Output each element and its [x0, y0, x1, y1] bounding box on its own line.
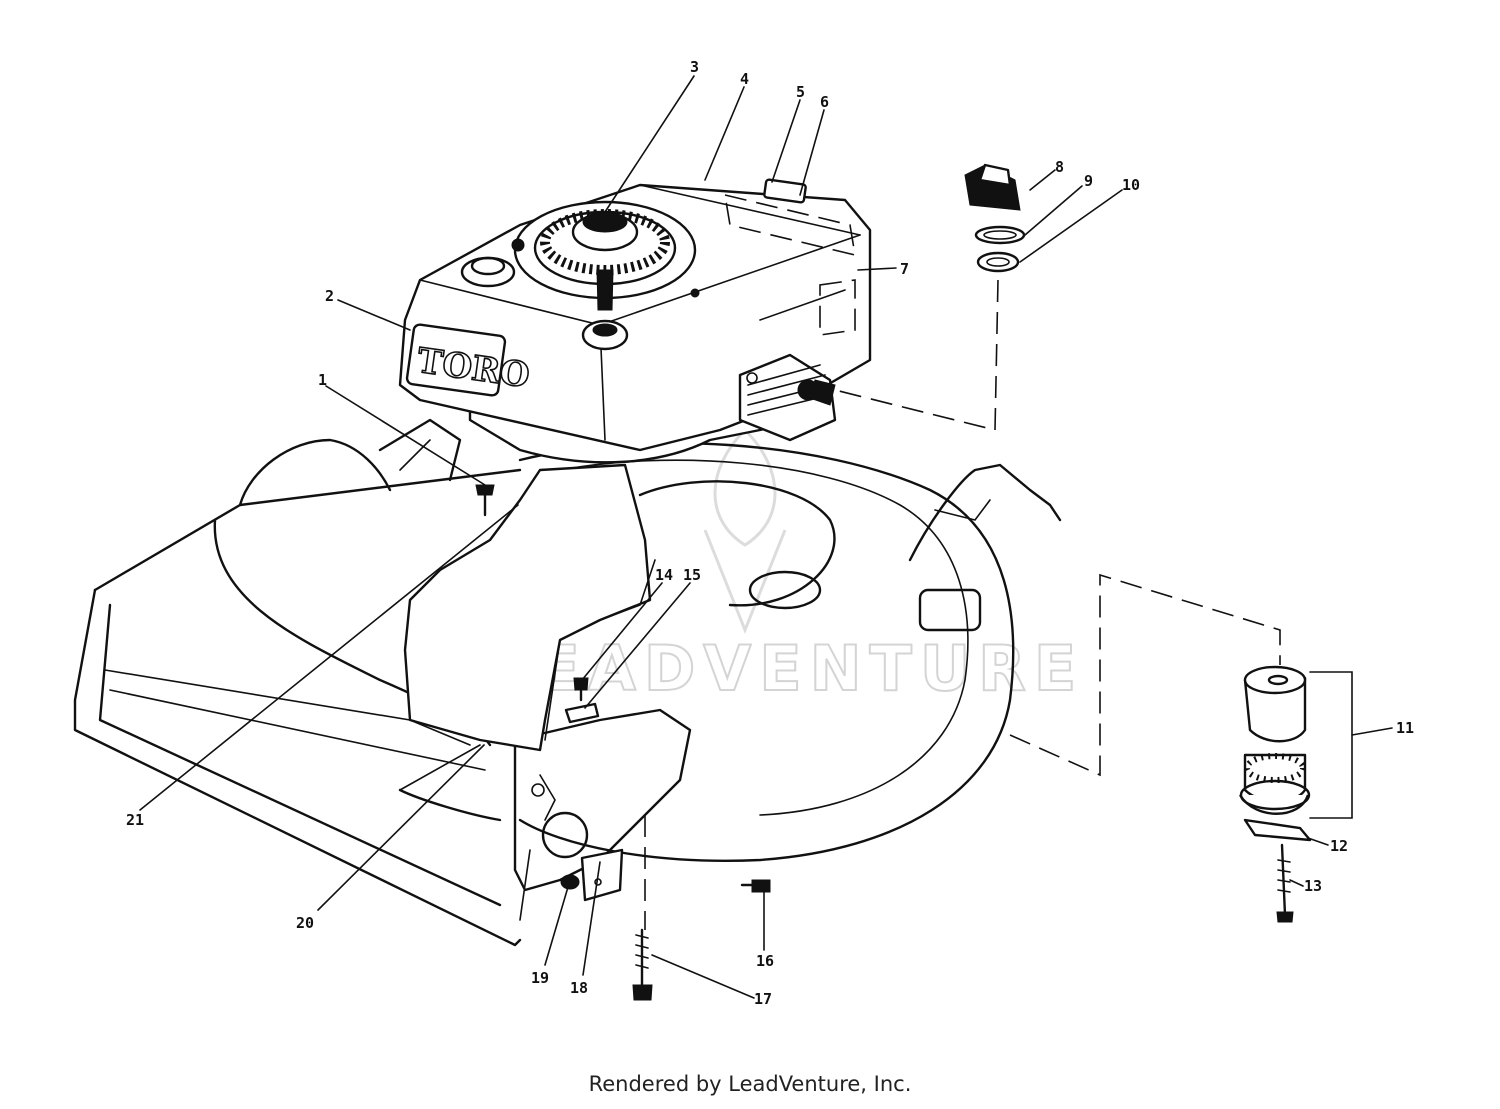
callout-2: 2 — [325, 287, 334, 305]
discharge-baffle — [403, 463, 656, 752]
leader-lines — [139, 75, 1393, 999]
callout-18: 18 — [570, 979, 588, 997]
callout-labels: 1 2 3 4 5 6 7 8 9 10 11 12 13 14 15 16 1… — [126, 58, 1414, 1008]
muffler-parts — [1009, 573, 1312, 923]
callout-12: 12 — [1330, 837, 1348, 855]
callout-4: 4 — [740, 70, 749, 88]
callout-5: 5 — [796, 83, 805, 101]
callout-3: 3 — [690, 58, 699, 76]
mower-deck — [73, 418, 1062, 947]
cylinder-fins — [738, 353, 837, 442]
engine-assembly: TORO — [398, 178, 872, 464]
callout-6: 6 — [820, 93, 829, 111]
callout-10: 10 — [1122, 176, 1140, 194]
callout-13: 13 — [1304, 877, 1322, 895]
callout-17: 17 — [754, 990, 772, 1008]
callout-20: 20 — [296, 914, 314, 932]
callout-7: 7 — [900, 260, 909, 278]
callout-15: 15 — [683, 566, 701, 584]
watermark-text: LEADVENTURE — [490, 632, 1084, 705]
watermark: LEADVENTURE — [489, 427, 1084, 706]
air-cleaner-parts — [834, 163, 1026, 432]
callout-19: 19 — [531, 969, 549, 987]
callout-21: 21 — [126, 811, 144, 829]
hardware — [475, 484, 771, 1001]
footer-credit: Rendered by LeadVenture, Inc. — [588, 1072, 912, 1096]
callout-14: 14 — [655, 566, 673, 584]
callout-11: 11 — [1396, 719, 1414, 737]
callout-9: 9 — [1084, 172, 1093, 190]
callout-16: 16 — [756, 952, 774, 970]
callout-8: 8 — [1055, 158, 1064, 176]
callout-1: 1 — [318, 371, 327, 389]
